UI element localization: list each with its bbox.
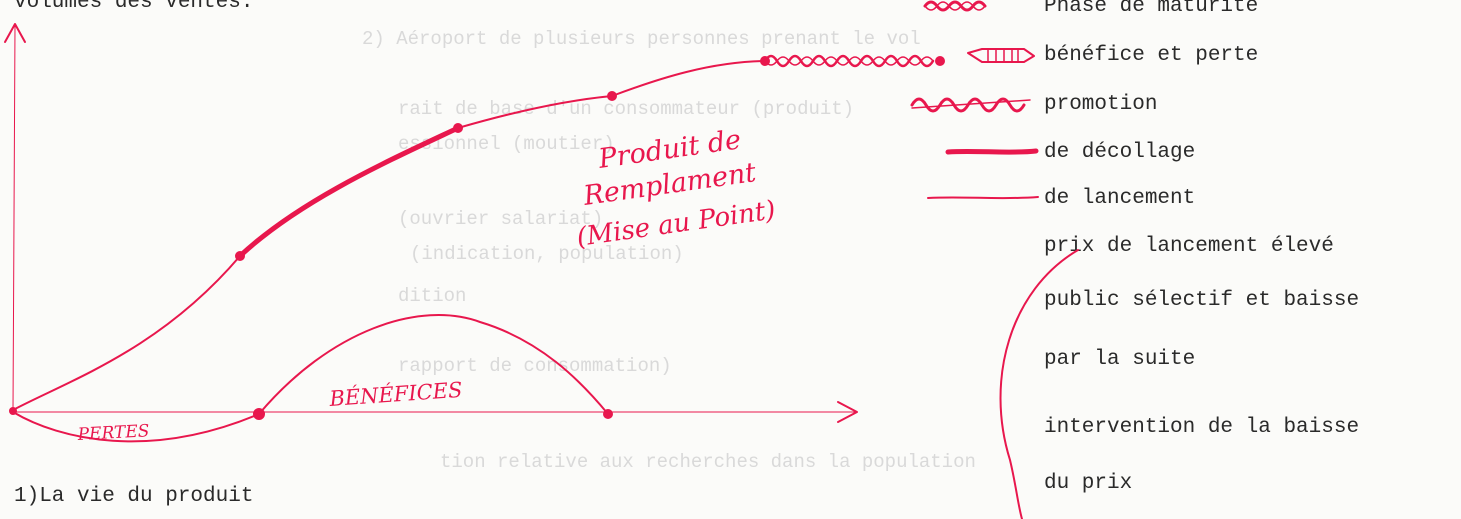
point-profit-end bbox=[603, 409, 613, 419]
faint-background-line: essionnel (moutier) bbox=[398, 133, 615, 155]
point-maturity-start bbox=[760, 56, 770, 66]
profit-curve bbox=[258, 314, 609, 415]
point-profit-start bbox=[253, 408, 265, 420]
legend-maturity-sample bbox=[923, 0, 987, 12]
y-axis-arrow bbox=[4, 23, 26, 43]
loss-curve bbox=[12, 411, 260, 443]
losses-label: PERTES bbox=[76, 421, 150, 445]
y-axis bbox=[12, 25, 16, 411]
page-fragment-text: volumes des ventes. bbox=[14, 0, 254, 14]
price-note-line: du prix bbox=[1044, 472, 1133, 495]
faint-background-line: rapport de consommation) bbox=[398, 355, 672, 377]
faint-background-line: 2) Aéroport de plusieurs personnes prena… bbox=[362, 28, 921, 50]
point-maturity-end bbox=[935, 56, 945, 66]
point-growth-start bbox=[453, 123, 463, 133]
sales-curve-growth bbox=[457, 95, 613, 129]
faint-background-line: (ouvrier salariat) bbox=[398, 208, 604, 230]
sales-curve-promotion bbox=[611, 60, 766, 97]
legend-item-profit-loss: bénéfice et perte bbox=[1044, 44, 1259, 67]
point-takeoff-start bbox=[235, 251, 245, 261]
legend-promotion-sample bbox=[910, 97, 1026, 113]
price-bracket bbox=[999, 249, 1079, 519]
price-note-line: par la suite bbox=[1044, 348, 1196, 371]
price-note-line: prix de lancement élevé bbox=[1044, 235, 1334, 258]
legend-profit-loss-sample bbox=[967, 48, 1035, 63]
curve-points bbox=[9, 56, 945, 420]
point-promotion-start bbox=[607, 91, 617, 101]
sales-curve-launch bbox=[12, 255, 241, 411]
legend-item-launch: de lancement bbox=[1044, 187, 1196, 210]
point-origin bbox=[9, 407, 17, 415]
profits-label: BÉNÉFICES bbox=[328, 378, 463, 411]
faint-background-line: tion relative aux recherches dans la pop… bbox=[440, 451, 976, 473]
sales-curve-takeoff bbox=[237, 125, 461, 259]
legend-item-promotion: promotion bbox=[1044, 93, 1158, 116]
figure-caption: 1)La vie du produit bbox=[14, 485, 254, 508]
price-note-line: intervention de la baisse bbox=[1044, 416, 1360, 439]
faint-background-line: (indication, population) bbox=[410, 243, 684, 265]
legend-takeoff-sample bbox=[945, 148, 1039, 155]
faint-background-line: dition bbox=[398, 285, 467, 307]
legend-item-maturity: Phase de maturité bbox=[1044, 0, 1259, 18]
legend-item-takeoff: de décollage bbox=[1044, 141, 1196, 164]
x-axis-arrow bbox=[837, 401, 858, 423]
legend-launch-sample bbox=[927, 196, 1039, 200]
price-note-line: public sélectif et baisse bbox=[1044, 289, 1360, 312]
